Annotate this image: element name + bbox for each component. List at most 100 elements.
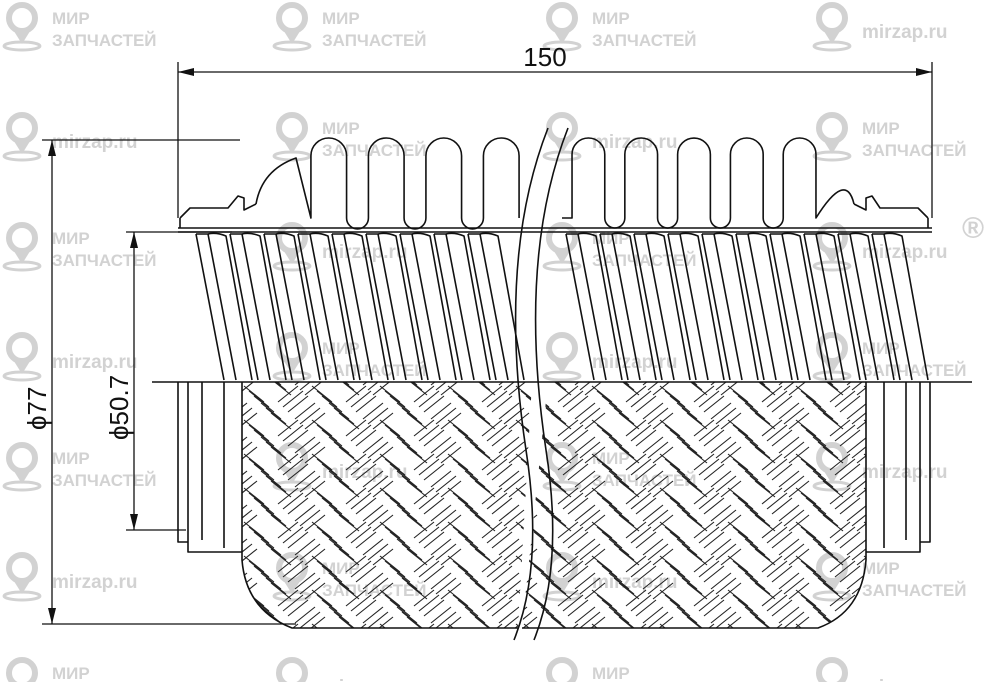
braid-strand: [242, 504, 248, 522]
braid-strand: [737, 497, 759, 515]
braid-strand: [367, 407, 389, 425]
braid-strand: [533, 531, 555, 549]
braid-strand: [203, 515, 223, 531]
braid-strand: [891, 447, 911, 463]
braid-strand: [817, 577, 839, 595]
braid-strand: [591, 419, 613, 437]
braid-strand: [440, 446, 462, 464]
braid-strand: [486, 492, 508, 510]
braid-strand: [676, 402, 698, 420]
braid-strand: [698, 560, 720, 578]
braid-strand: [540, 504, 562, 522]
braid-strand: [523, 623, 545, 628]
braid-strand: [520, 390, 532, 408]
braid-strand: [401, 577, 423, 595]
braid-strand: [486, 526, 508, 544]
braid-strand: [440, 412, 462, 430]
braid-strand: [311, 487, 333, 505]
braid-strand: [220, 532, 240, 548]
braid-strand: [715, 509, 737, 527]
braid-strand: [384, 492, 406, 510]
braid-strand: [321, 565, 343, 583]
braid-strand: [430, 606, 452, 624]
braid-strand: [328, 504, 350, 522]
watermark-brand-line1: МИР: [862, 119, 900, 138]
braid-strand: [550, 624, 570, 640]
braid-strand: [812, 470, 834, 488]
braid-strand: [440, 548, 462, 566]
braid-strand: [503, 577, 525, 595]
braid-strand: [727, 521, 749, 539]
braid-strand: [749, 577, 771, 595]
braid-strand: [294, 470, 316, 488]
braid-strand: [908, 566, 928, 582]
braid-strand: [788, 548, 810, 566]
braid-strand: [545, 611, 567, 628]
braid-strand: [737, 565, 759, 583]
braid-strand: [579, 475, 601, 493]
braid-strand: [557, 453, 579, 471]
braid-strand: [498, 436, 520, 454]
braid-strand: [355, 395, 377, 413]
braid-strand: [715, 577, 737, 595]
braid-strand: [287, 463, 309, 481]
braid-strand: [435, 543, 457, 561]
braid-strand: [851, 543, 866, 561]
braid-strand: [210, 590, 230, 606]
braid-strand: [277, 555, 299, 573]
braid-strand: [265, 475, 287, 493]
braid-strand: [584, 446, 606, 464]
watermark-tile: mirzap.ru: [812, 2, 948, 52]
braid-strand: [522, 548, 538, 566]
braid-strand: [647, 577, 669, 595]
braid-strand: [424, 634, 444, 650]
braid-left: [203, 382, 575, 650]
braid-strand: [464, 606, 486, 624]
braid-strand: [720, 446, 742, 464]
braid-strand: [299, 407, 321, 425]
braid-strand: [676, 504, 698, 522]
braid-strand: [737, 599, 759, 617]
braid-strand: [795, 453, 817, 471]
braid-strand: [618, 382, 640, 396]
braid-strand: [766, 594, 788, 612]
braid-strand: [754, 514, 776, 532]
braid-strand: [635, 395, 657, 413]
braid-strand: [390, 634, 410, 650]
braid-strand: [908, 396, 928, 412]
braid-strand: [555, 493, 575, 509]
braid-strand: [669, 565, 691, 583]
watermark-site: mirzap.ru: [592, 352, 678, 373]
braid-strand: [423, 429, 445, 447]
braid-strand: [379, 623, 401, 628]
helix-windings-right: [565, 232, 929, 381]
braid-strand: [574, 504, 596, 522]
braid-strand: [686, 616, 708, 628]
braid-strand: [523, 419, 545, 437]
braid-strand: [321, 463, 343, 481]
braid-strand: [430, 436, 452, 454]
dim-length-label: 150: [523, 42, 566, 72]
braid-strand: [389, 395, 411, 413]
braid-strand: [413, 555, 435, 573]
braid-strand: [215, 561, 235, 577]
braid-strand: [676, 572, 698, 590]
braid-strand: [778, 538, 800, 556]
braid-strand: [761, 453, 783, 471]
braid-strand: [533, 497, 555, 515]
braid-strand: [635, 599, 657, 617]
braid-strand: [681, 509, 703, 527]
braid-strand: [839, 565, 861, 583]
braid-strand: [508, 514, 530, 532]
left-end-fitting: [177, 382, 242, 553]
braid-strand: [822, 548, 844, 566]
braid-strand: [737, 463, 759, 481]
braid-strand: [698, 526, 720, 544]
braid-strand: [338, 548, 360, 566]
braid-strand: [839, 531, 861, 549]
braid-strand: [345, 623, 367, 628]
braid-strand: [545, 509, 567, 527]
braid-strand: [321, 497, 343, 515]
braid-strand: [413, 521, 435, 539]
